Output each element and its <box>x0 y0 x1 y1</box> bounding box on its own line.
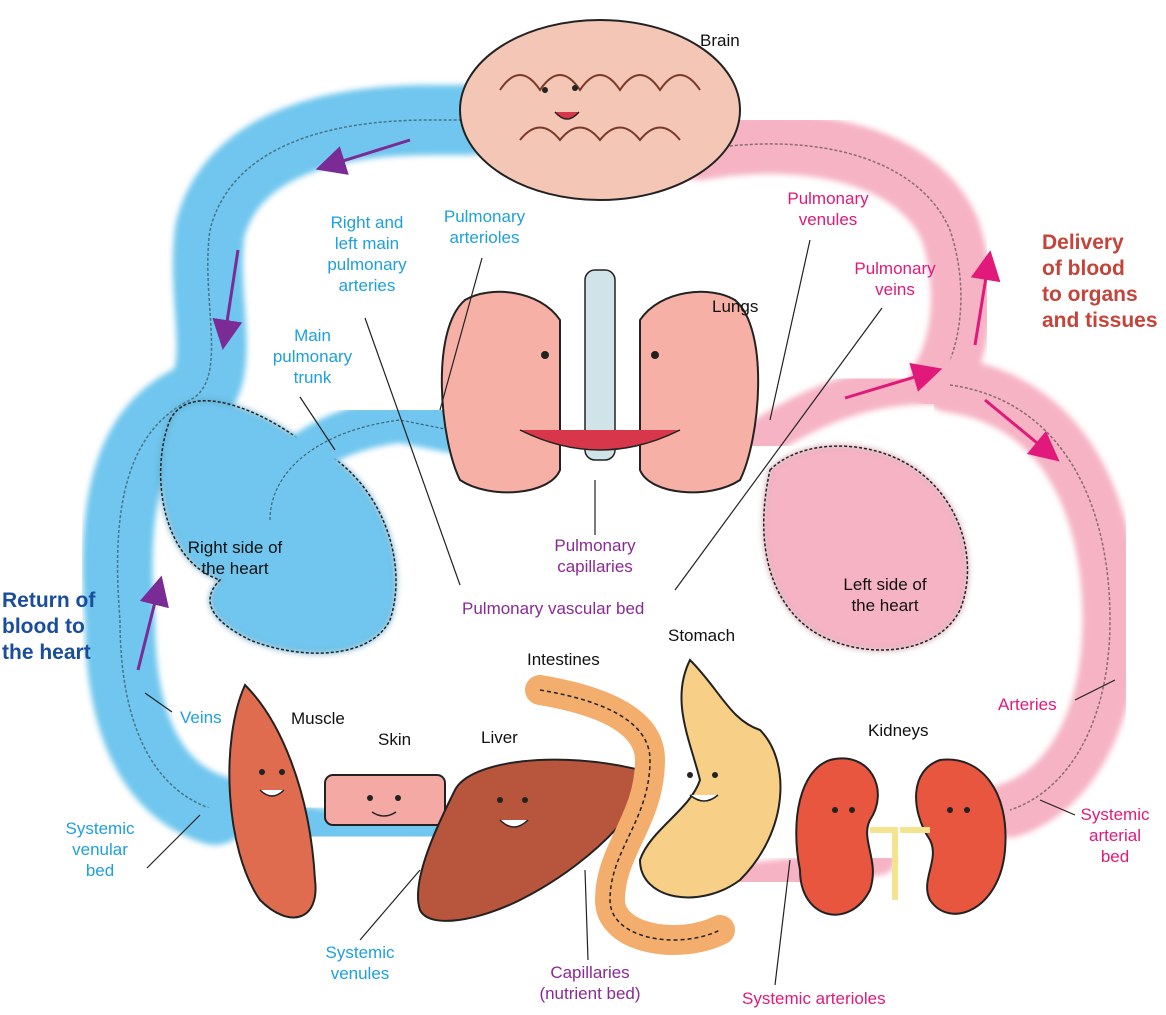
pulmonary-venules-label: Pulmonary venules <box>787 189 869 229</box>
delivery-title: Delivery of blood to organs and tissues <box>1042 231 1158 332</box>
pulmonary-vascular-bed-label: Pulmonary vascular bed <box>462 599 645 618</box>
intestines-icon <box>525 675 735 955</box>
muscle-label: Muscle <box>291 709 345 728</box>
arteries-label: Arteries <box>998 695 1057 714</box>
kidneys-label: Kidneys <box>868 721 929 740</box>
return-title: Return of blood to the heart <box>2 589 96 664</box>
right-heart-label: Right side of the heart <box>187 538 283 578</box>
capillaries-label: Capillaries (nutrient bed) <box>539 963 641 1003</box>
veins-label: Veins <box>180 708 222 727</box>
pulmonary-veins-label: Pulmonary veins <box>854 259 936 299</box>
muscle-icon <box>228 683 317 919</box>
pulmonary-veins-vessel <box>740 364 970 460</box>
skin-icon <box>324 774 446 826</box>
pulmonary-capillaries-label: Pulmonary capillaries <box>554 536 636 576</box>
venous-flow-arrow <box>136 575 169 671</box>
intestines-label: Intestines <box>527 650 600 669</box>
arterial-flow-arrow <box>970 250 1001 346</box>
left-heart-label: Left side of the heart <box>843 575 927 615</box>
systemic-venular-bed-label: Systemic venular bed <box>65 819 135 880</box>
main-pulmonary-trunk-label: Main pulmonary trunk <box>272 326 353 387</box>
brain-label: Brain <box>700 31 740 50</box>
liver-label: Liver <box>481 728 518 747</box>
aorta-to-body-vessel <box>922 357 1138 838</box>
skin-label: Skin <box>378 730 412 749</box>
systemic-arterial-bed-label: Systemic arterial bed <box>1080 805 1150 866</box>
lungs-icon <box>440 269 760 494</box>
venous-flow-arrow <box>315 138 411 175</box>
leader-lines <box>144 239 1116 986</box>
left-heart-chamber <box>763 445 969 651</box>
brain-icon <box>459 19 741 201</box>
venous-flow-arrow <box>212 249 243 350</box>
stomach-label: Stomach <box>668 626 736 645</box>
pulmonary-arterioles-label: Pulmonary arterioles <box>443 207 526 247</box>
kidneys-icon <box>795 757 1007 916</box>
arterial-flow-arrow <box>984 398 1060 462</box>
systemic-arterioles-label: Systemic arterioles <box>742 989 886 1008</box>
systemic-venules-label: Systemic venules <box>325 943 395 983</box>
pulmonary-arteries-label: Right and left main pulmonary arteries <box>327 213 407 295</box>
flow-arrows <box>136 138 1060 671</box>
stomach-icon <box>638 658 782 899</box>
liver-icon <box>417 758 645 922</box>
lungs-label: Lungs <box>712 297 759 316</box>
arterial-flow-arrow <box>844 362 943 400</box>
